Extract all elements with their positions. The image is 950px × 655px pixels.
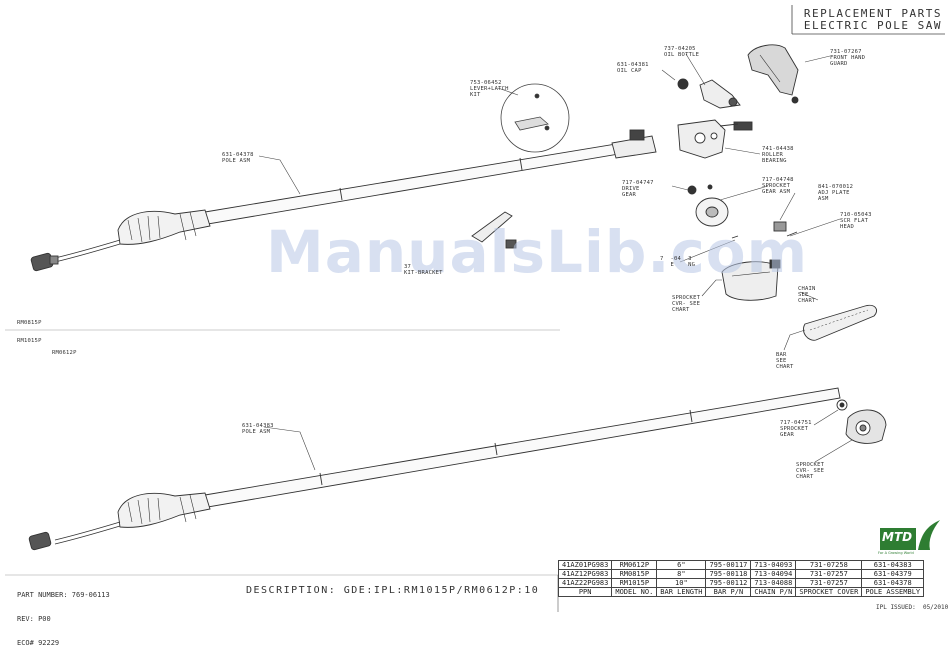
top-head-assembly [629,119,753,159]
part-number: PART NUMBER: 769-06113 [17,591,110,599]
sprocket-cover-top [721,259,781,301]
callout-sprocket-cover-top: SPROCKET CVR- SEE CHART [672,295,701,313]
ipl-issued: IPL ISSUED: 05/2010 [876,604,949,611]
front-hand-guard-part [747,44,799,104]
table-header-cell: SPROCKET COVER [795,587,863,597]
callout-roller-bearing: 741-04438 ROLLER BEARING [762,146,794,164]
top-model-label-2: RM1015P [17,338,42,344]
table-cell: 41AZ01PG983 [557,560,613,570]
oil-bottle-part [677,78,741,109]
table-cell: 41AZ22PG983 [557,578,613,588]
table-cell: RM1015P [611,578,658,588]
bottom-pole-assembly [28,387,841,551]
table-cell: 713-04088 [750,578,797,588]
sprocket-gear-part [687,184,798,239]
header-title-line1: REPLACEMENT PARTS [803,7,942,20]
parts-chart-table: 41AZ01PG983 RM0612P 6" 795-00117 713-040… [557,560,925,597]
table-cell: 631-04378 [861,578,925,588]
table-header-cell: PPN [557,587,613,597]
table-header-cell: BAR LENGTH [656,587,707,597]
callout-drive-gear: 717-04747 DRIVE GEAR [622,180,654,198]
callout-adj-plate: 841-070012 ADJ PLATE ASM [818,184,854,202]
mtd-tagline: For A Growing World [878,551,914,555]
header-title-line2: ELECTRIC POLE SAW [803,19,942,32]
table-cell: 631-04379 [861,569,925,579]
description: DESCRIPTION: GDE:IPL:RM1015P/RM0612P:10 [246,585,540,596]
table-header-cell: POLE ASSEMBLY [861,587,925,597]
callout-spring: 7 -04 3 E NG [660,256,696,268]
table-cell: 8" [656,569,707,579]
watermark: ManualsLib.com [266,218,809,286]
table-cell: 795-00118 [705,569,752,579]
table-cell: 10" [656,578,707,588]
top-model-label-1: RM0815P [17,320,42,326]
callout-chain: CHAIN SEE CHART [798,286,816,304]
table-cell: 41AZ12PG983 [557,569,613,579]
callout-sprocket-gear-bottom: 717-04751 SPROCKET GEAR [780,420,812,438]
callout-oil-cap: 631-04381 OIL CAP [617,62,649,74]
table-cell: 731-07257 [795,578,863,588]
table-row: 41AZ12PG983 RM0815P 8" 795-00118 713-040… [557,569,925,579]
bottom-head-assembly [836,399,887,444]
callout-oil-bottle: 737-04205 OIL BOTTLE [664,46,700,58]
table-cell: 631-04383 [861,560,925,570]
table-cell: RM0612P [611,560,658,570]
mtd-logo-text: MTD [882,530,913,544]
callout-pole-top: 631-04378 POLE ASM [222,152,254,164]
eco-number: ECO# 92229 [17,639,60,647]
table-cell: 6" [656,560,707,570]
callout-bracket: 37 KIT-BRACKET [404,264,443,276]
mtd-logo [880,520,940,550]
table-header-cell: BAR P/N [705,587,752,597]
table-row: 41AZ01PG983 RM0612P 6" 795-00117 713-040… [557,560,925,570]
lever-latch-detail [500,83,570,153]
table-cell: 795-00117 [705,560,752,570]
callout-sprocket-cover-bottom: SPROCKET CVR- SEE CHART [796,462,825,480]
table-cell: 713-04094 [750,569,797,579]
top-pole-assembly [30,135,657,272]
bar-part [803,304,877,341]
bottom-model-label: RM0612P [52,350,77,356]
table-header-cell: MODEL NO. [611,587,658,597]
table-cell: 713-04093 [750,560,797,570]
table-cell: RM0815P [611,569,658,579]
callout-lever-latch: 753-06452 LEVER+LATCH KIT [470,80,509,98]
table-cell: 731-07257 [795,569,863,579]
callout-screw: 710-05043 SCR FLAT HEAD [840,212,872,230]
leader-lines [258,53,853,471]
table-cell: 795-00112 [705,578,752,588]
callout-pole-bottom: 631-04383 POLE ASM [242,423,274,435]
table-cell: 731-07258 [795,560,863,570]
callout-front-hand-guard: 731-07267 FRONT HAND GUARD [830,49,866,67]
table-header-cell: CHAIN P/N [750,587,797,597]
bracket-part [471,211,517,249]
revision: REV: P00 [17,615,51,623]
table-header-row: PPN MODEL NO. BAR LENGTH BAR P/N CHAIN P… [557,587,925,597]
callout-bar: BAR SEE CHART [776,352,794,370]
table-row: 41AZ22PG983 RM1015P 10" 795-00112 713-04… [557,578,925,588]
callout-sprocket-gear-asm: 717-04748 SPROCKET GEAR ASM [762,177,794,195]
parts-diagram [5,5,945,612]
